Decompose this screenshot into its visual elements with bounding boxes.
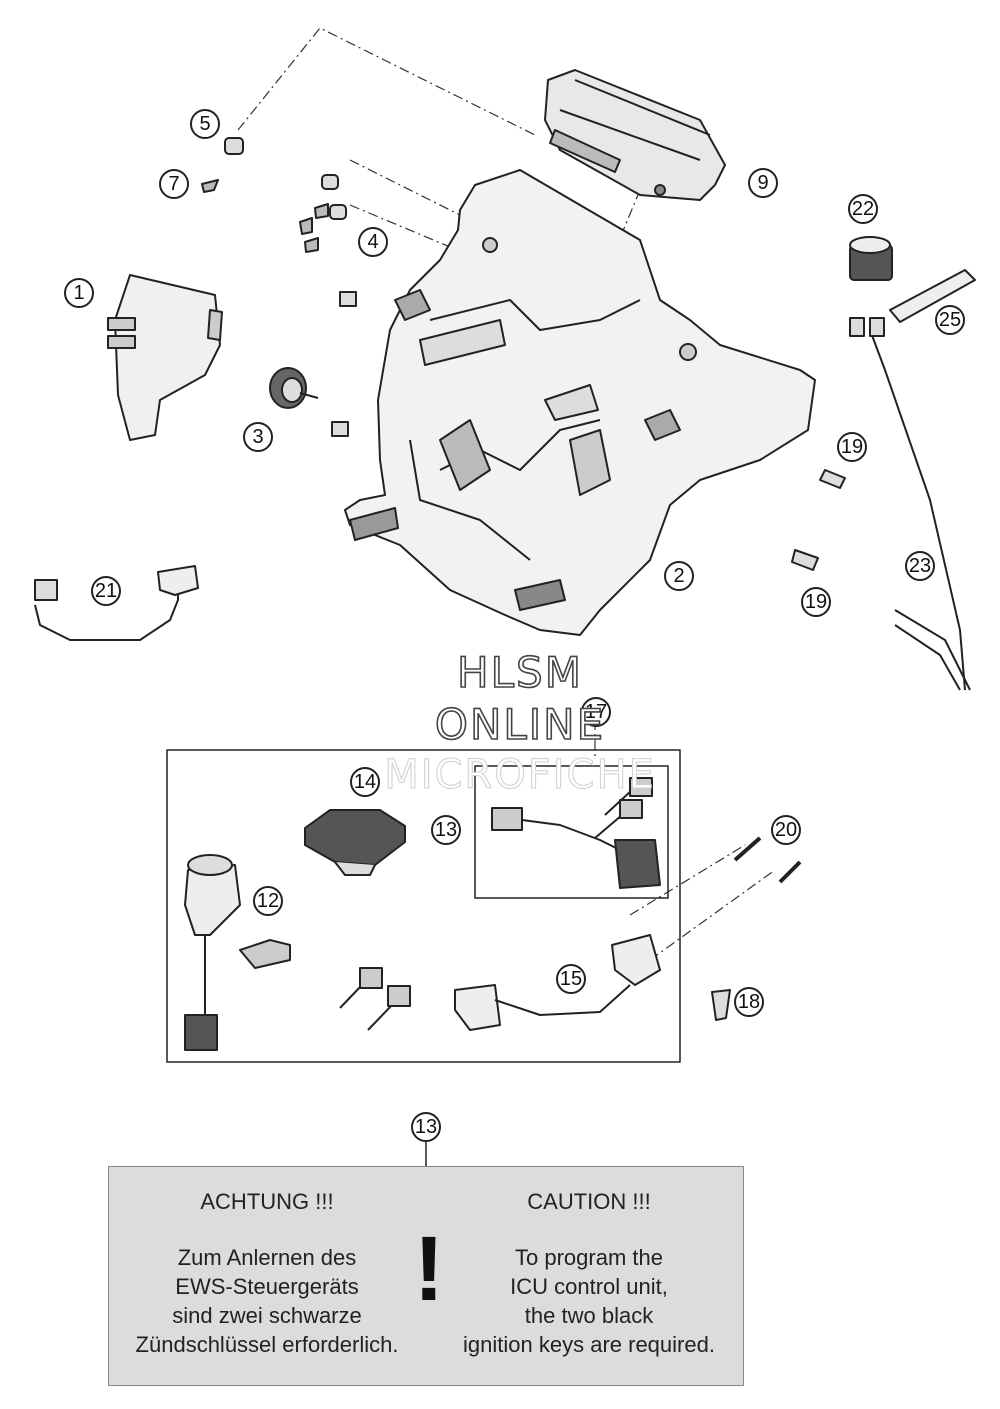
caution-german-line: EWS-Steuergeräts — [175, 1274, 359, 1299]
caution-german-column: ACHTUNG !!! Zum Anlernen des EWS-Steuerg… — [117, 1189, 417, 1359]
clip-nut-part — [339, 291, 357, 307]
watermark-line-1: HLSM — [456, 647, 583, 698]
instrument-cluster-part — [544, 69, 726, 201]
screw-part — [733, 836, 802, 884]
callout-15: 15 — [556, 964, 586, 994]
rubber-bushing-part — [224, 137, 347, 220]
callout-13-caution: 13 — [411, 1112, 441, 1142]
callout-18: 18 — [734, 987, 764, 1017]
caution-english-line: ICU control unit, — [510, 1274, 668, 1299]
screw-part — [201, 179, 329, 253]
grommet-part — [269, 367, 319, 409]
callout-23: 23 — [905, 551, 935, 581]
callout-12: 12 — [253, 886, 283, 916]
caution-german-line: Zündschlüssel erforderlich. — [135, 1332, 399, 1357]
callout-2: 2 — [664, 561, 694, 591]
callout-17: 17 — [581, 697, 611, 727]
callout-19-lower: 19 — [801, 587, 831, 617]
socket-cable-part — [849, 317, 971, 691]
callout-3: 3 — [243, 422, 273, 452]
side-cover-part — [107, 274, 223, 441]
callout-4: 4 — [358, 227, 388, 257]
watermark-line-2: ONLINE — [434, 699, 606, 750]
callout-22: 22 — [848, 194, 878, 224]
tank-cap-part — [304, 809, 406, 876]
watermark-line-3: MICROFICHE — [384, 752, 656, 799]
caution-german-heading: ACHTUNG !!! — [200, 1189, 334, 1214]
caution-english-heading: CAUTION !!! — [527, 1189, 651, 1214]
callout-19-upper: 19 — [837, 432, 867, 462]
exclamation-icon: ! — [413, 1218, 445, 1320]
sensor-cable-part — [34, 565, 199, 641]
callout-14: 14 — [350, 767, 380, 797]
socket-wrench-part — [889, 269, 976, 323]
caution-english-line: ignition keys are required. — [463, 1332, 715, 1357]
callout-20: 20 — [771, 815, 801, 845]
clip-nut-part — [331, 421, 349, 437]
callout-7: 7 — [159, 169, 189, 199]
callout-9: 9 — [748, 168, 778, 198]
callout-25: 25 — [935, 305, 965, 335]
mask-carrier-part — [344, 169, 816, 636]
callout-21: 21 — [91, 576, 121, 606]
caution-german-line: Zum Anlernen des — [177, 1245, 357, 1270]
bolt-part — [791, 469, 846, 571]
caution-english-line: To program the — [515, 1245, 663, 1270]
power-socket-part — [849, 236, 893, 281]
ignition-lock-part — [184, 854, 291, 1051]
caution-box: ACHTUNG !!! Zum Anlernen des EWS-Steuerg… — [108, 1166, 744, 1386]
callout-5: 5 — [190, 109, 220, 139]
callout-13-box: 13 — [431, 815, 461, 845]
caution-english-line: the two black — [524, 1303, 654, 1328]
callout-1: 1 — [64, 278, 94, 308]
immobilizer-cable-part — [491, 807, 661, 889]
antenna-part — [454, 934, 661, 1031]
pin-part — [711, 989, 731, 1021]
caution-english-column: CAUTION !!! To program the ICU control u… — [439, 1189, 739, 1359]
caution-german-line: sind zwei schwarze — [172, 1303, 362, 1328]
ignition-key-part — [339, 777, 653, 1031]
